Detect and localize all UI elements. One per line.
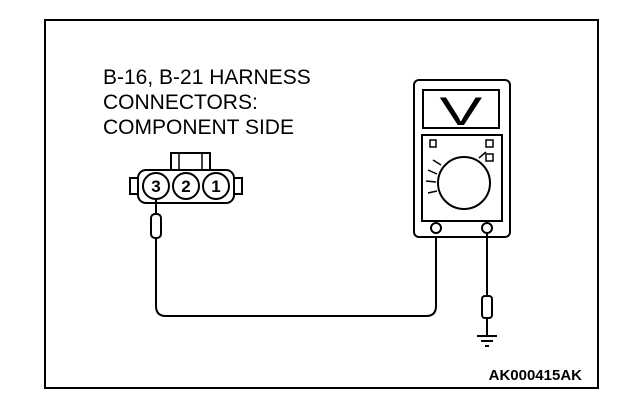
- pin-cavity-2: [172, 172, 200, 200]
- meter-terminal-v: [481, 222, 493, 234]
- caption-line-2: CONNECTORS:: [103, 91, 258, 114]
- ground-lead: [481, 232, 493, 335]
- pin-cavity-1: [202, 172, 230, 200]
- figure-code: AK000415AK: [489, 367, 583, 384]
- diagram-frame: [44, 19, 599, 389]
- panel-indicator-top-right: [485, 139, 494, 148]
- display-symbol: V: [440, 90, 483, 134]
- panel-indicator-right: [485, 153, 494, 162]
- voltmeter: [413, 79, 511, 238]
- range-dial: [437, 156, 491, 210]
- meter-terminal-com: [430, 222, 442, 234]
- pin-label-3: 3: [151, 177, 160, 196]
- panel-indicator-left: [429, 139, 437, 148]
- caption-line-1: B-16, B-21 HARNESS: [103, 66, 311, 89]
- caption-line-3: COMPONENT SIDE: [103, 116, 294, 139]
- meter-display: [422, 89, 500, 129]
- pin-label-2: 2: [181, 177, 190, 196]
- pin-label-1: 1: [211, 177, 220, 196]
- connector-caption: B-16, B-21 HARNESS CONNECTORS: COMPONENT…: [103, 66, 311, 139]
- ground-clip: [481, 295, 493, 319]
- test-lead-positive: [155, 232, 437, 317]
- ground-icon: [477, 335, 497, 347]
- probe-pin-3: [150, 199, 162, 239]
- harness-connector: [129, 152, 243, 204]
